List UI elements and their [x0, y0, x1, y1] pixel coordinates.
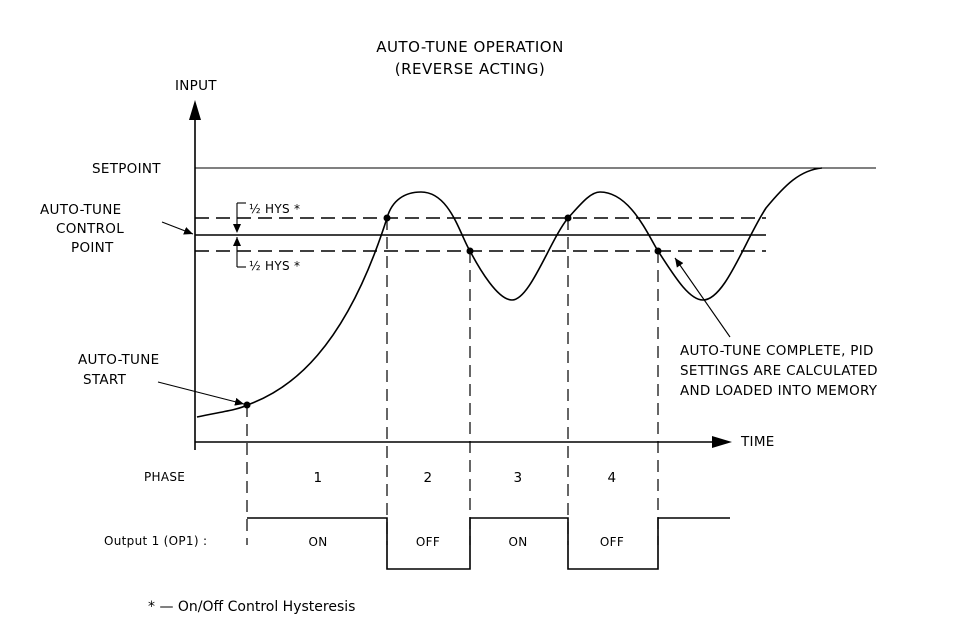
control-point-label-line1: AUTO-TUNE [40, 202, 121, 218]
hysteresis-dimension [233, 202, 246, 268]
phase-row-label: PHASE [144, 470, 185, 484]
process-curve [196, 167, 823, 418]
auto-tune-start-label-line1: AUTO-TUNE [78, 352, 159, 368]
auto-tune-complete-line1: AUTO-TUNE COMPLETE, PID [680, 343, 874, 359]
control-point-label-line2: CONTROL [56, 221, 124, 237]
footnote: * — On/Off Control Hysteresis [148, 599, 355, 615]
diagram-title-line1: AUTO-TUNE OPERATION [376, 38, 564, 56]
phase-4-label: 4 [608, 470, 617, 486]
control-point-label-line3: POINT [71, 240, 114, 256]
diagram-title-line2: (REVERSE ACTING) [395, 60, 545, 78]
auto-tune-complete-line2: SETTINGS ARE CALCULATED [680, 363, 878, 379]
auto-tune-start-label-line2: START [83, 372, 127, 388]
output-state-1: ON [308, 535, 327, 549]
auto-tune-start-pointer [157, 381, 245, 406]
y-axis-label: INPUT [175, 78, 217, 94]
auto-tune-complete-pointer [674, 257, 731, 338]
phase-2-label: 2 [424, 470, 433, 486]
output-waveform [247, 517, 730, 570]
output-row-label: Output 1 (OP1) : [104, 534, 207, 548]
phase-3-label: 3 [514, 470, 523, 486]
half-hys-upper-label: ½ HYS * [249, 202, 300, 216]
output-state-3: ON [508, 535, 527, 549]
control-point-pointer [161, 221, 194, 235]
y-axis-arrow [189, 100, 201, 120]
output-state-4: OFF [600, 535, 624, 549]
setpoint-label: SETPOINT [92, 161, 161, 177]
auto-tune-complete-line3: AND LOADED INTO MEMORY [680, 383, 878, 399]
x-axis-label: TIME [740, 434, 775, 450]
x-axis-arrow [712, 436, 732, 448]
phase-1-label: 1 [314, 470, 323, 486]
half-hys-lower-label: ½ HYS * [249, 259, 300, 273]
output-state-2: OFF [416, 535, 440, 549]
